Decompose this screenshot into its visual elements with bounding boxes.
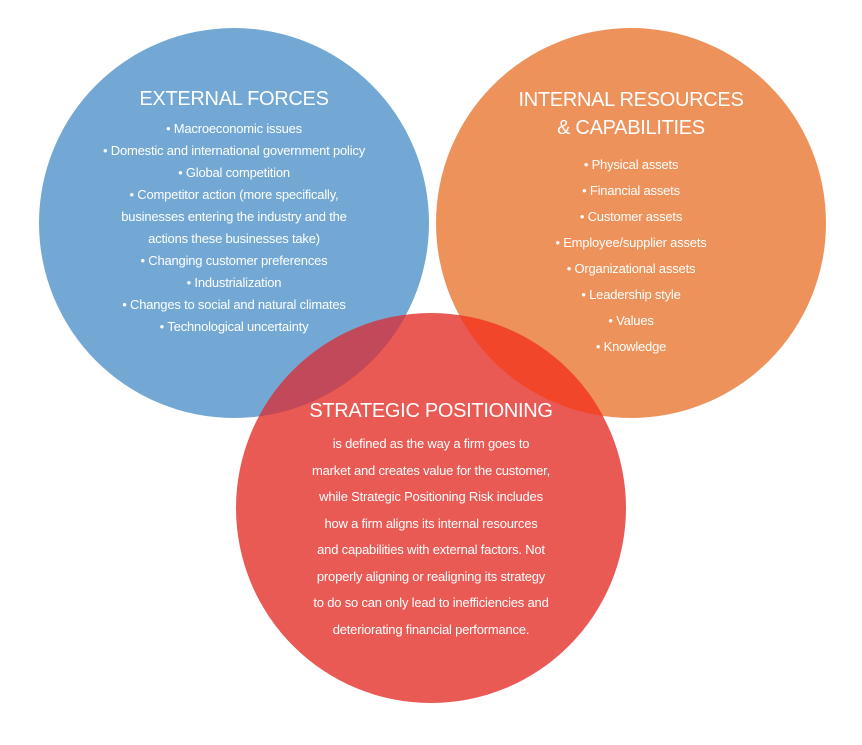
strategic-positioning-block: STRATEGIC POSITIONING is defined as the …	[276, 397, 586, 643]
description-line: is defined as the way a firm goes to	[332, 436, 530, 451]
list-item: Values	[470, 308, 792, 334]
strategic-positioning-title: STRATEGIC POSITIONING	[309, 400, 553, 422]
strategic-positioning-description: is defined as the way a firm goes to mar…	[276, 431, 586, 643]
external-forces-title: EXTERNAL FORCES	[139, 88, 329, 110]
title-line: & CAPABILITIES	[557, 117, 705, 139]
description-line: and capabilities with external factors. …	[317, 542, 545, 557]
list-item: Knowledge	[470, 334, 792, 360]
description-line: market and creates value for the custome…	[312, 462, 550, 478]
internal-resources-list: Physical assets Financial assets Custome…	[470, 152, 792, 360]
list-item: Changing customer preferences	[59, 250, 409, 272]
list-item: Physical assets	[470, 152, 792, 178]
list-item: Customer assets	[470, 204, 792, 230]
list-item-continuation: actions these businesses take)	[148, 231, 320, 246]
description-line: to do so can only lead to inefficiencies…	[313, 595, 549, 610]
list-item: Leadership style	[470, 282, 792, 308]
list-item: Industrialization	[59, 272, 409, 294]
list-item: Domestic and international government po…	[59, 140, 409, 162]
list-item: Employee/supplier assets	[470, 230, 792, 256]
list-item: Macroeconomic issues	[59, 118, 409, 140]
list-item: Organizational assets	[470, 256, 792, 282]
list-item-continuation: businesses entering the industry and the	[121, 209, 347, 224]
list-item: Global competition	[59, 162, 409, 184]
description-line: deteriorating financial performance.	[332, 621, 530, 637]
description-line: how a firm aligns its internal resources	[324, 515, 538, 531]
list-item: Technological uncertainty	[59, 316, 409, 338]
internal-resources-block: INTERNAL RESOURCES & CAPABILITIES Physic…	[470, 86, 792, 360]
description-line: properly aligning or realigning its stra…	[316, 568, 546, 584]
external-forces-block: EXTERNAL FORCES Macroeconomic issues Dom…	[59, 86, 409, 338]
external-forces-list: Macroeconomic issues Domestic and intern…	[59, 118, 409, 338]
list-item: Changes to social and natural climates	[59, 294, 409, 316]
internal-resources-title: INTERNAL RESOURCES & CAPABILITIES	[470, 86, 792, 142]
list-item: Financial assets	[470, 178, 792, 204]
title-line: INTERNAL RESOURCES	[518, 89, 744, 111]
description-line: while Strategic Positioning Risk include…	[319, 489, 543, 504]
list-item: Competitor action (more specifically,	[59, 184, 409, 206]
